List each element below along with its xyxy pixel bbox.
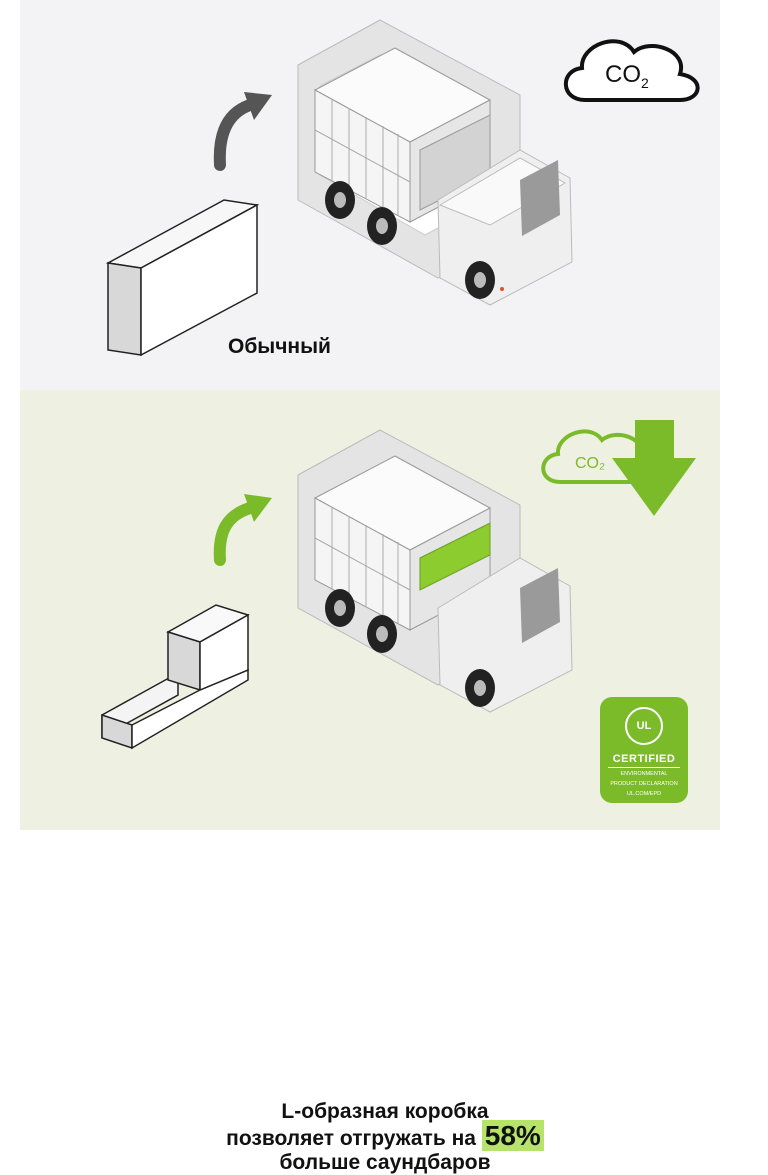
badge-certified: CERTIFIED [608,753,680,768]
caption-line-3: больше саундбаров [279,1151,491,1174]
flat-box-icon [105,199,260,357]
curved-arrow-icon [213,92,272,171]
ul-certified-badge: UL CERTIFIED ENVIRONMENTAL PRODUCT DECLA… [600,697,688,803]
l-box-caption: L-образная коробка позволяет отгружать н… [215,1100,555,1175]
co2-reduction-icon: CO₂ [541,420,696,516]
truck-icon [297,429,573,713]
co2-cloud-icon: CO 2 [563,39,700,102]
l-box-panel: CO₂ L-образная коробка позволяет отгружа… [20,390,720,1174]
l-shaped-box-icon [101,604,250,750]
co2-subscript: 2 [641,75,649,91]
l-box-illustration: CO₂ [101,420,696,750]
caption-line-2: позволяет отгружать на 58% [215,1120,555,1151]
badge-line-1: ENVIRONMENTAL [620,771,668,777]
badge-line-2: PRODUCT DECLARATION [610,781,678,787]
conventional-panel: CO 2 Обычный [20,0,720,390]
ul-logo-icon: UL [625,707,663,745]
percent-highlight: 58% [481,1120,544,1151]
caption-prefix: позволяет отгружать на [226,1127,482,1150]
curved-arrow-icon [213,494,272,566]
badge-line-3: UL.COM/EPD [626,791,662,797]
truck-icon [297,19,573,306]
conventional-illustration: CO 2 [105,19,700,357]
co2-text: CO₂ [575,455,605,472]
co2-text: CO [605,61,641,88]
regular-caption: Обычный [228,335,331,358]
